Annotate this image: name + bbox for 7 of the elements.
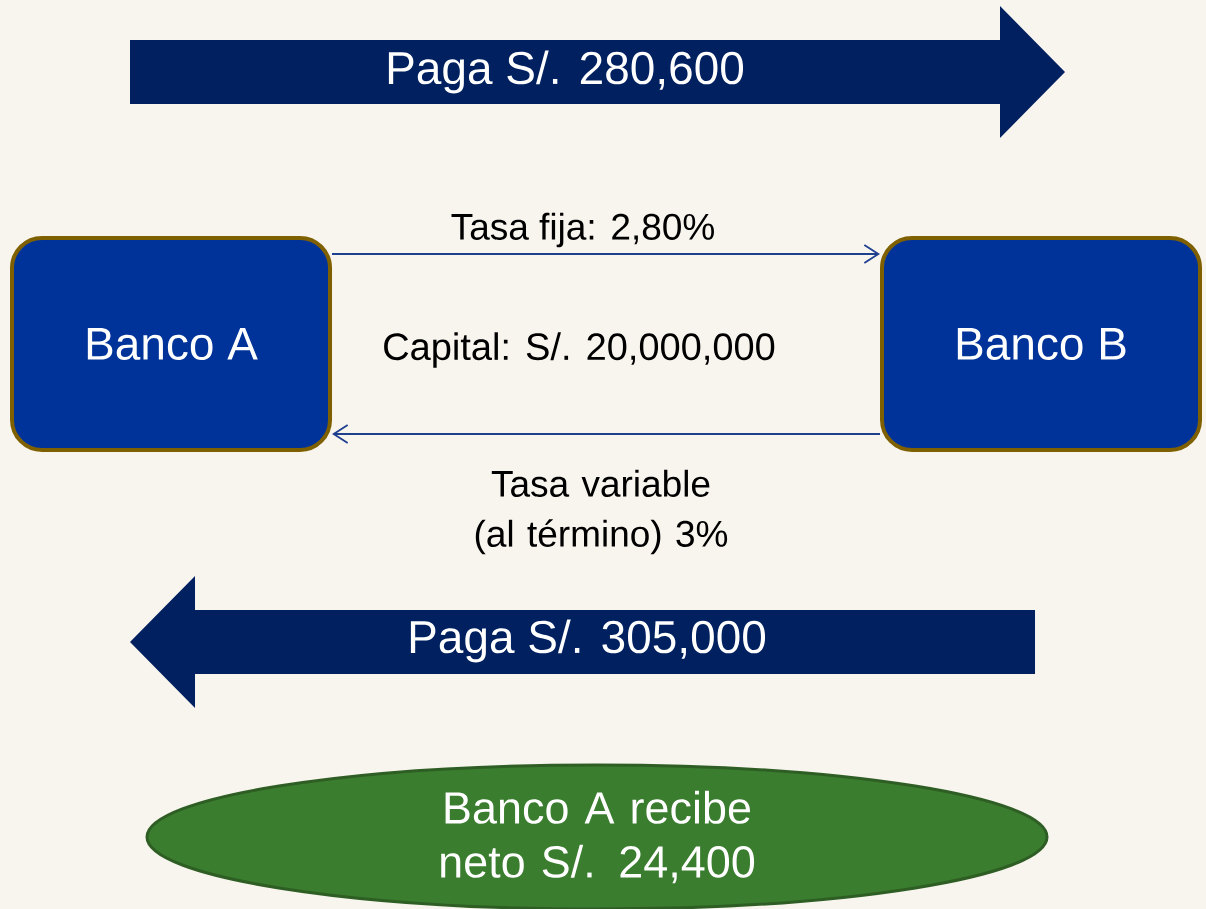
bank-box: Banco B — [880, 236, 1202, 452]
edge-label: Tasa variable (al término) 3% — [475, 469, 728, 555]
edge-label: Tasa fija: 2,80% — [451, 212, 714, 248]
arrow — [332, 424, 881, 444]
note-label: Capital: S/. 20,000,000 — [384, 332, 775, 368]
arrow — [331, 244, 880, 264]
bank-box: Banco A — [10, 236, 332, 452]
